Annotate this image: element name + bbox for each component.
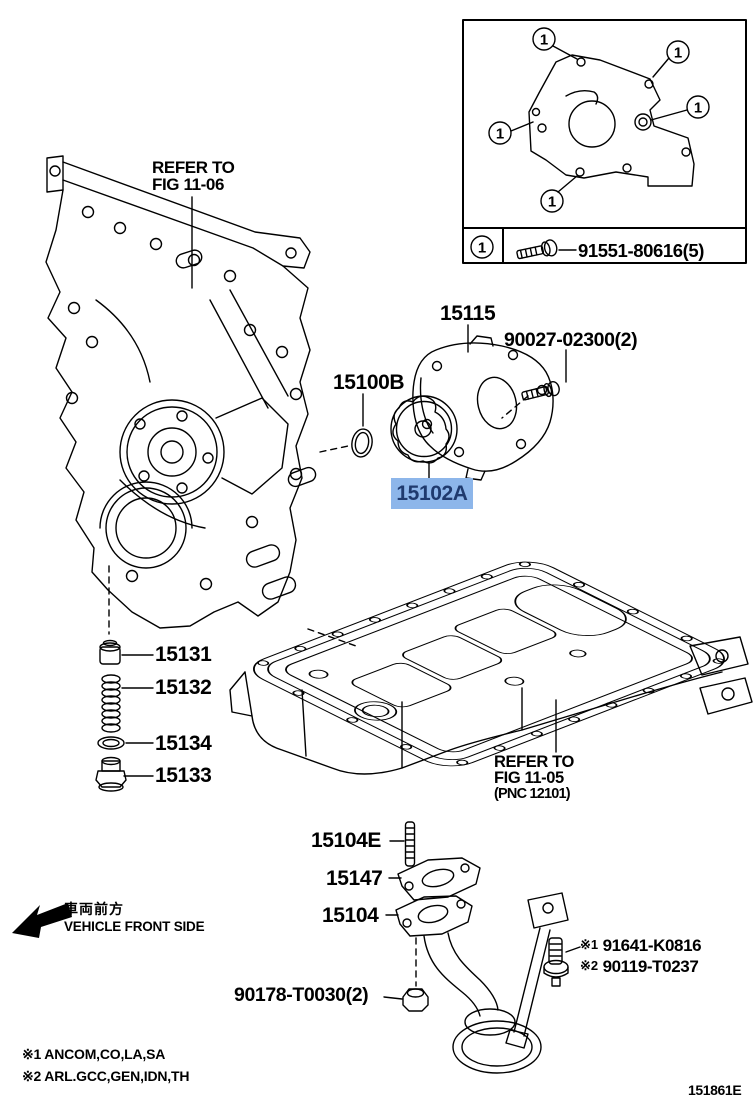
part-label-90119-T0237[interactable]: ※2 90119-T0237 (580, 957, 699, 977)
refer-fig-11-06-line2: FIG 11-06 (152, 175, 224, 194)
callout-1-badge: 1 (686, 95, 710, 119)
oring-drawing (351, 428, 373, 458)
part-label-15102A-selected[interactable]: 15102A (391, 478, 473, 509)
timing-cover-drawing (45, 155, 357, 647)
part-label-15147[interactable]: 15147 (326, 867, 383, 890)
refer-fig-11-06-line1: REFER TO (152, 158, 235, 177)
note2-part-number: 90119-T0237 (602, 957, 699, 976)
oil-pan-drawing (229, 561, 753, 775)
part-label-15115[interactable]: 15115 (440, 302, 496, 325)
pump-bolt-icon (501, 380, 560, 419)
callout-1-number: 1 (496, 126, 504, 143)
part-label-90027-02300[interactable]: 90027-02300(2) (504, 329, 638, 351)
callout-1-number: 1 (540, 32, 548, 49)
part-label-15133[interactable]: 15133 (155, 764, 212, 787)
part-label-15104E[interactable]: 15104E (311, 829, 382, 852)
nut-icon (402, 988, 429, 1012)
leader-lines (121, 196, 581, 1000)
refer-fig-11-05-line2: FIG 11-05 (494, 769, 564, 787)
note1-part-number: 91641-K0816 (602, 936, 702, 955)
part-label-91641-K0816[interactable]: ※1 91641-K0816 (580, 936, 702, 956)
refer-fig-11-05-pnc: (PNC 12101) (494, 786, 571, 802)
part-label-15100B[interactable]: 15100B (333, 371, 405, 394)
pump-body-drawing (412, 335, 554, 481)
note2-marker: ※2 (580, 958, 599, 973)
part-label-90178-T0030[interactable]: 90178-T0030(2) (234, 984, 369, 1006)
legend-part-number-91551-80616[interactable]: 91551-80616(5) (578, 240, 705, 261)
callout-1-number: 1 (674, 45, 682, 62)
callout-1-number: 1 (478, 240, 486, 257)
part-label-15131[interactable]: 15131 (155, 643, 212, 666)
part-label-15132[interactable]: 15132 (155, 676, 212, 699)
figure-code: 151861E (688, 1082, 742, 1098)
spring-drawing (101, 674, 121, 733)
legend-bolt-icon (516, 239, 577, 260)
footnote-2: ※2 ARL.GCC,GEN,IDN,TH (22, 1068, 190, 1084)
vehicle-front-label-jp: 車両前方 (64, 901, 124, 917)
refer-fig-11-05-line1: REFER TO (494, 753, 574, 771)
note1-marker: ※1 (580, 937, 599, 952)
callout-1-badge: 1 (488, 121, 512, 145)
callout-1-badge: 1 (666, 40, 690, 64)
callout-1-number: 1 (694, 100, 702, 117)
part-label-15104[interactable]: 15104 (322, 904, 379, 927)
vehicle-front-label-en: VEHICLE FRONT SIDE (64, 919, 205, 934)
strainer-drawing (395, 892, 569, 1074)
callout-badges: 1 1 1 1 1 1 (470, 27, 710, 259)
part-label-15134[interactable]: 15134 (155, 732, 212, 755)
gasket-plate-drawing (510, 45, 695, 193)
callout-1-badge: 1 (532, 27, 556, 51)
strainer-stud-drawing (404, 821, 416, 867)
refer-fig-11-05-link[interactable]: REFER TO FIG 11-05 (PNC 12101) (494, 754, 574, 802)
relief-valve-parts-drawing (95, 639, 127, 792)
rotor-set-drawing (390, 395, 458, 464)
strainer-gasket-drawing (397, 857, 481, 901)
inset-box (462, 19, 747, 264)
callout-1-number: 1 (548, 194, 556, 211)
legend-callout-badge: 1 (470, 235, 494, 259)
vehicle-front-arrow-icon (12, 903, 72, 938)
stay-bolt-icon (543, 937, 569, 987)
footnote-1: ※1 ANCOM,CO,LA,SA (22, 1046, 166, 1062)
callout-1-badge: 1 (540, 189, 564, 213)
refer-fig-11-06-link[interactable]: REFER TO FIG 11-06 (152, 158, 235, 194)
